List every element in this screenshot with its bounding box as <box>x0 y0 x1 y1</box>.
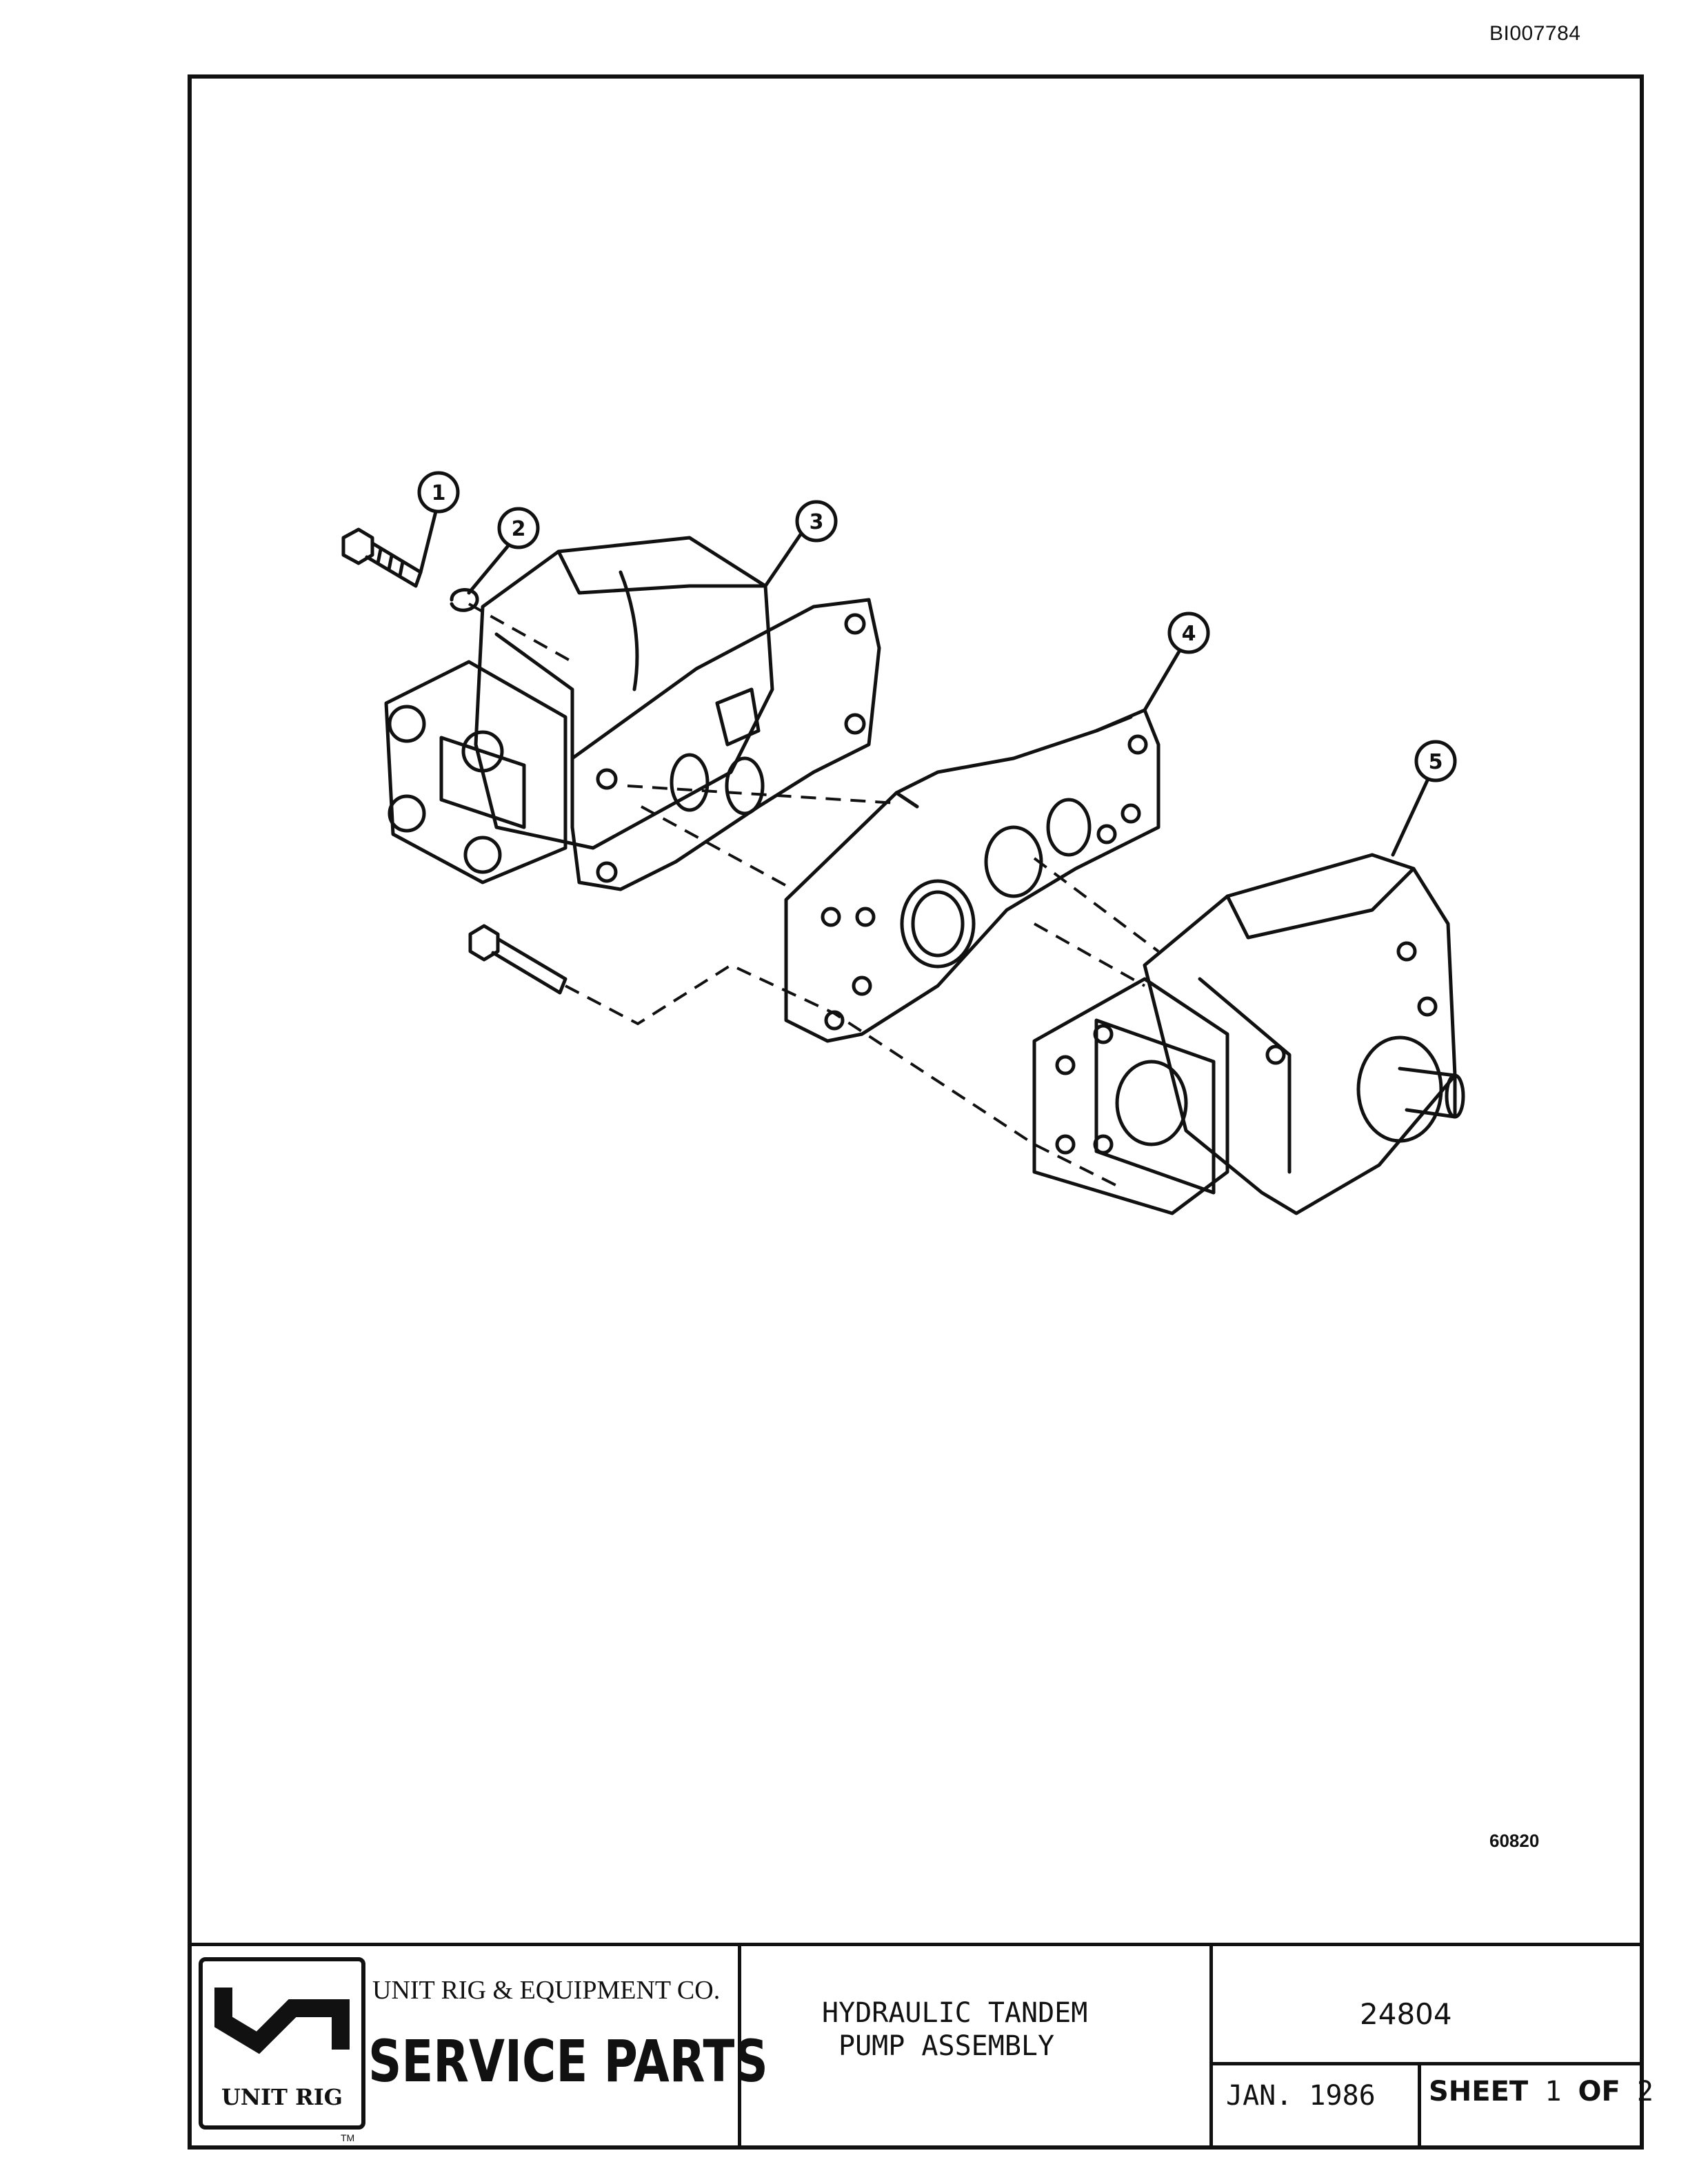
sheet-number: 1 <box>1545 2076 1562 2107</box>
drawing-title-line-1: HYDRAULIC TANDEM <box>822 1997 1088 2029</box>
sheet-indicator: SHEET 1 OF 2 <box>1429 2076 1654 2107</box>
logo-text: UNIT RIG <box>221 2084 343 2110</box>
service-parts-label: SERVICE PARTS <box>368 2028 768 2095</box>
sheet-label: SHEET <box>1429 2076 1529 2107</box>
drawing-title-line-2: PUMP ASSEMBLY <box>838 2030 1055 2062</box>
part-1-bolt <box>341 527 423 588</box>
divider-sheet <box>1418 2062 1421 2150</box>
assembly-line-e <box>1034 922 1145 987</box>
part-4-adapter-plate <box>784 708 1160 1043</box>
unit-rig-logo: UNIT RIG <box>199 1957 365 2130</box>
part-3-pump-section <box>384 536 881 891</box>
callout-balloon-5 <box>1414 740 1457 782</box>
callout-1: 1 <box>432 481 446 505</box>
title-block: UNIT RIG TM UNIT RIG & EQUIPMENT CO. SER… <box>188 1943 1654 2150</box>
divider-logo <box>738 1946 741 2150</box>
drawing-date: JAN. 1986 <box>1226 2080 1376 2112</box>
divider-title <box>1209 1946 1213 2150</box>
part-5-pump-section <box>1032 853 1465 1215</box>
sheet-of-label: OF <box>1578 2076 1620 2107</box>
callout-balloon-1 <box>417 471 460 514</box>
leader-1 <box>419 509 438 574</box>
trademark: TM <box>341 2132 355 2143</box>
part-2-washer <box>450 588 479 612</box>
figure-number: 60820 <box>1489 1830 1540 1851</box>
assembly-line-c <box>641 805 794 891</box>
part-number: 24804 <box>1360 1997 1452 2031</box>
assembly-line-d <box>1033 857 1160 953</box>
callout-balloon-4 <box>1167 611 1210 654</box>
drawing-frame <box>188 74 1644 2150</box>
callout-4: 4 <box>1182 622 1196 646</box>
callout-balloon-2 <box>497 507 540 549</box>
sheet-total: 2 <box>1636 2076 1654 2107</box>
leader-3 <box>763 523 809 588</box>
leader-4 <box>1143 649 1181 712</box>
callout-2: 2 <box>512 517 526 541</box>
callout-3: 3 <box>810 510 824 534</box>
part-1-bolt-lower <box>468 924 567 995</box>
callout-5: 5 <box>1429 750 1443 774</box>
callout-balloon-3 <box>795 500 838 543</box>
leader-2 <box>467 541 512 595</box>
leader-5 <box>1391 778 1429 857</box>
divider-date-row <box>1209 2062 1644 2065</box>
assembly-line-a <box>468 603 573 663</box>
logo-mark-icon <box>214 1988 350 2054</box>
company-name: UNIT RIG & EQUIPMENT CO. <box>372 1976 721 2005</box>
assembly-line-f <box>565 963 1118 1187</box>
assembly-line-b <box>627 785 897 805</box>
document-id: BI007784 <box>1489 22 1581 45</box>
